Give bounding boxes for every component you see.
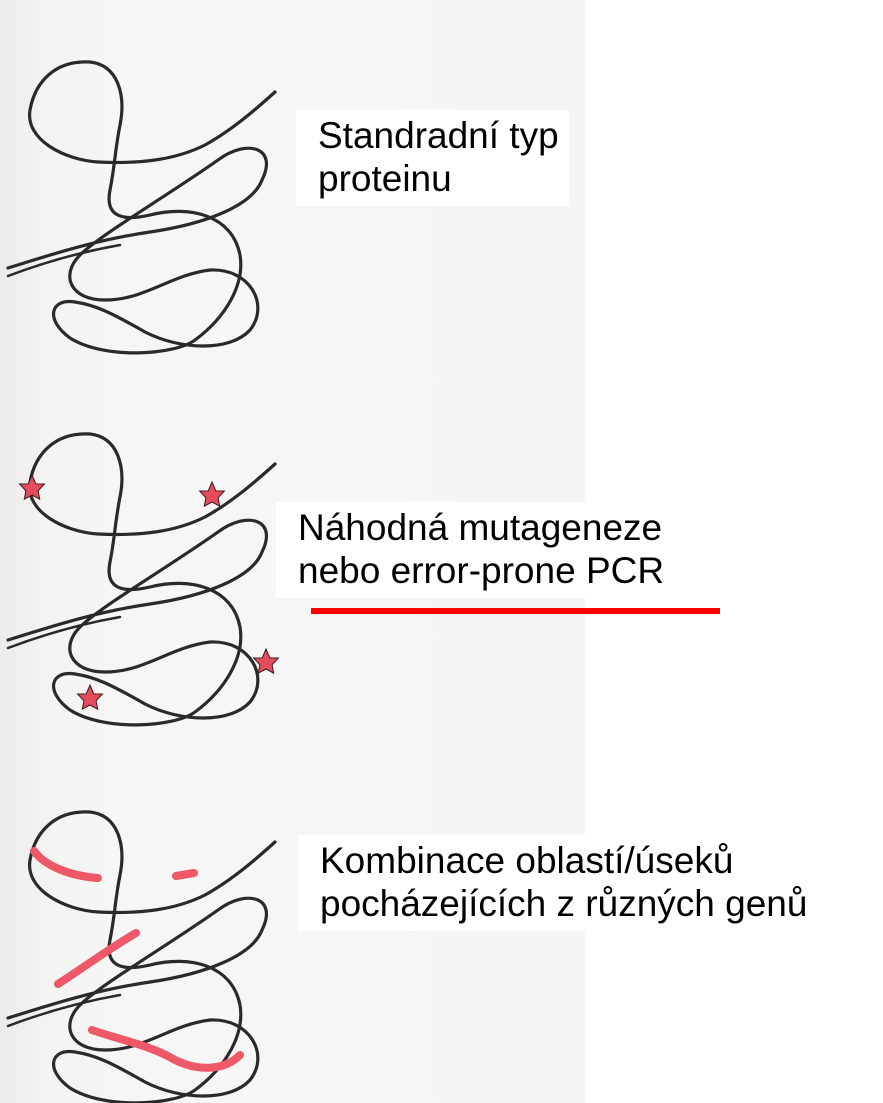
- segment-highlight: [88, 1026, 179, 1064]
- label-line: nebo error-prone PCR: [298, 550, 665, 591]
- star-icon: [199, 481, 225, 507]
- segment-highlight: [30, 847, 102, 882]
- segment-highlight: [171, 1051, 244, 1072]
- segment-highlight: [172, 869, 198, 880]
- label-line: Náhodná mutageneze: [298, 507, 663, 548]
- label-line: proteinu: [318, 158, 452, 199]
- recombined-protein-strand: [6, 810, 277, 1103]
- label-recombination: Kombinace oblastí/úseků pocházejících z …: [298, 835, 818, 931]
- mutated-protein-strand: [6, 432, 277, 727]
- mutation-stars: [19, 474, 279, 710]
- label-wild-type: Standradní typ proteinu: [296, 110, 569, 206]
- label-random-mutagenesis: Náhodná mutageneze nebo error-prone PCR: [276, 502, 675, 598]
- label-line: Standradní typ: [318, 115, 559, 156]
- star-icon: [77, 684, 103, 710]
- label-line: pocházejících z různých genů: [320, 883, 808, 924]
- segment-highlight: [54, 929, 140, 988]
- label-line: Kombinace oblastí/úseků: [320, 840, 734, 881]
- highlighted-gene-segments: [30, 847, 244, 1072]
- wild-type-protein-strand: [6, 60, 277, 355]
